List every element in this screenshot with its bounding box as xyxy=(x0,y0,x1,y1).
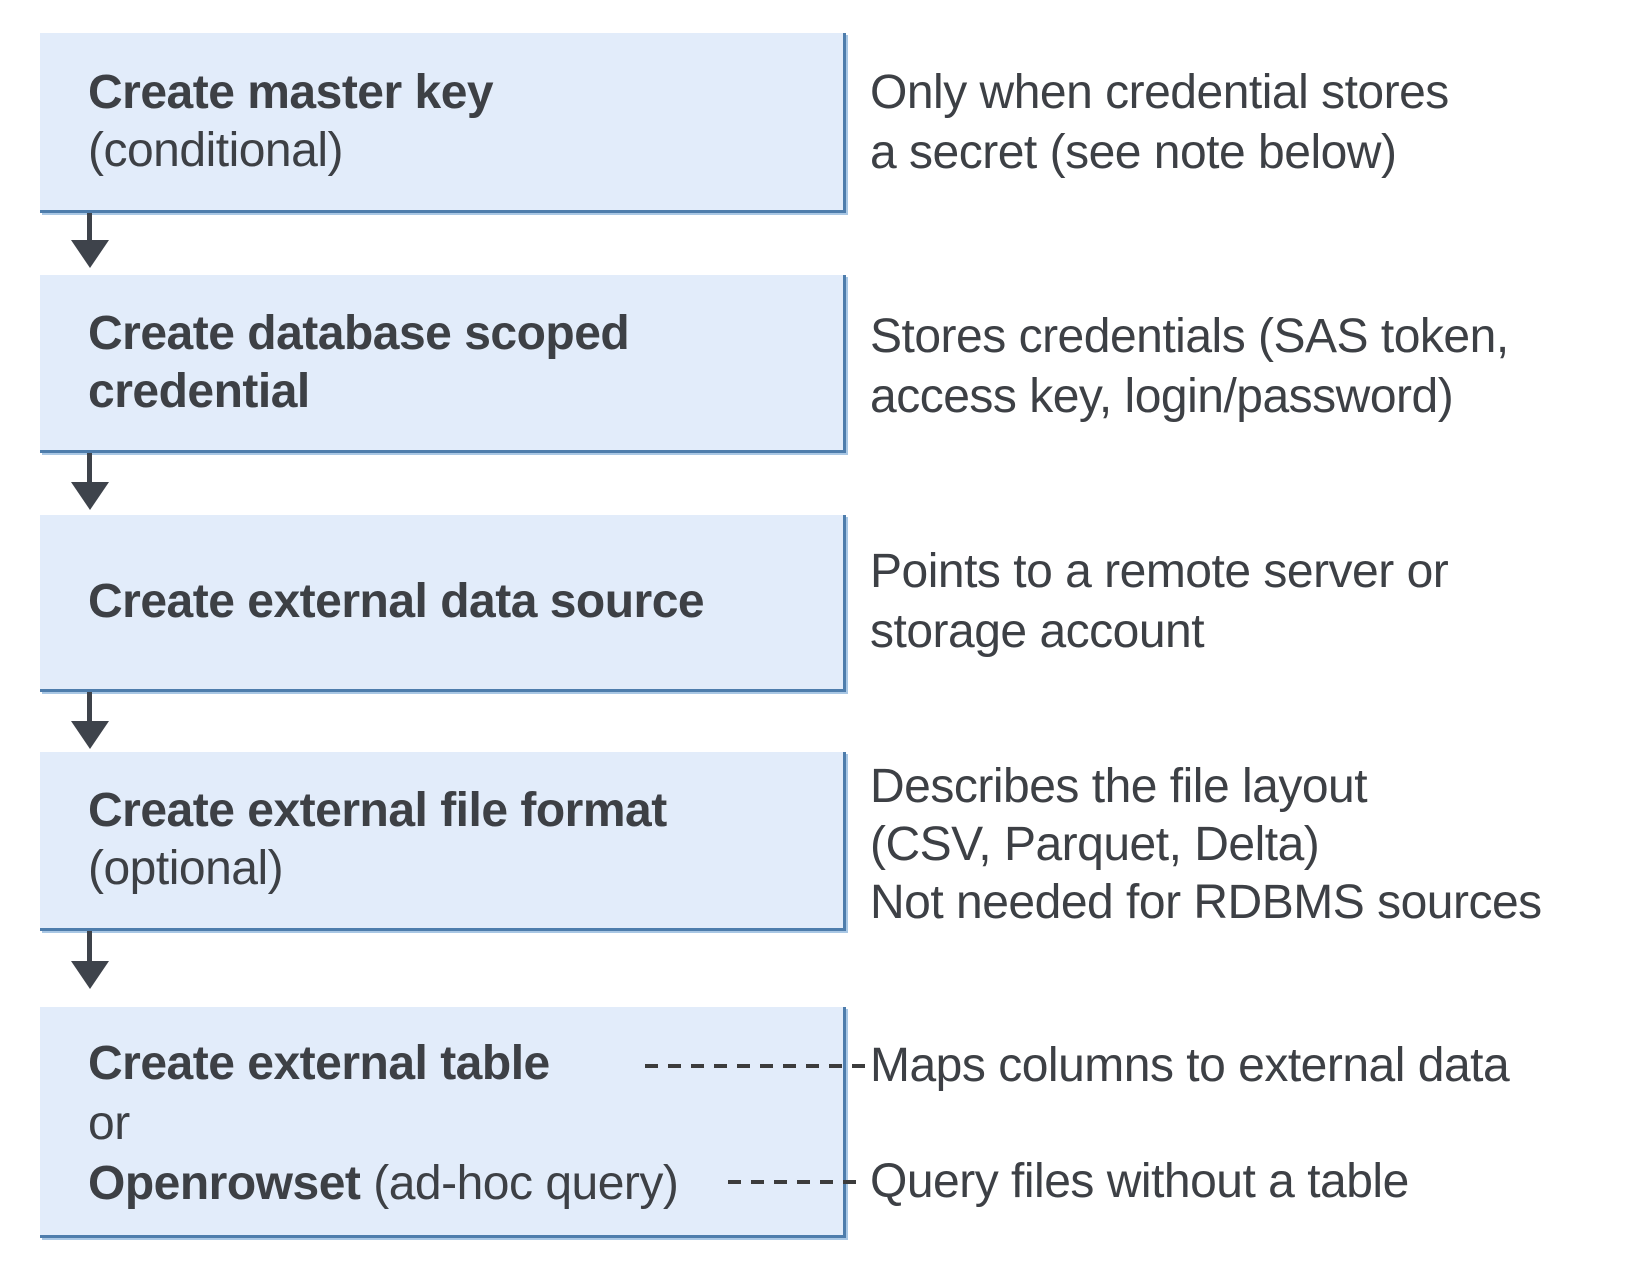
note-external-table: Maps columns to external data xyxy=(870,1036,1510,1096)
arrow-stem xyxy=(87,931,92,961)
note-external-file-format: Describes the file layout (CSV, Parquet,… xyxy=(870,758,1542,932)
step-title: Create external file format xyxy=(88,784,667,837)
note-line: Not needed for RDBMS sources xyxy=(870,876,1542,929)
step-qualifier: (optional) xyxy=(88,842,284,895)
note-line: a secret (see note below) xyxy=(870,126,1397,179)
note-line: Maps columns to external data xyxy=(870,1039,1510,1092)
flow-arrow xyxy=(70,692,110,749)
arrow-head-icon xyxy=(71,482,109,510)
note-line: Points to a remote server or xyxy=(870,545,1449,598)
arrow-head-icon xyxy=(71,721,109,749)
arrow-stem xyxy=(87,453,92,482)
step-title: Create master key xyxy=(88,65,494,119)
note-openrowset: Query files without a table xyxy=(870,1152,1409,1212)
step-box-external-file-format: Create external file format (optional) xyxy=(40,752,846,931)
step-alt-line: Openrowset (ad-hoc query) xyxy=(88,1154,783,1214)
note-line: Describes the file layout xyxy=(870,760,1368,813)
step-box-scoped-credential: Create database scoped credential xyxy=(40,275,846,453)
step-title: Create database scoped credential xyxy=(88,306,630,418)
arrow-stem xyxy=(87,213,92,240)
note-master-key: Only when credential stores a secret (se… xyxy=(870,63,1449,183)
arrow-head-icon xyxy=(71,240,109,268)
flow-arrow xyxy=(70,931,110,989)
step-alt-title: Openrowset xyxy=(88,1157,361,1210)
flow-arrow xyxy=(70,453,110,510)
note-line: Query files without a table xyxy=(870,1155,1409,1208)
step-box-master-key: Create master key (conditional) xyxy=(40,33,846,213)
note-line: Only when credential stores xyxy=(870,66,1449,119)
step-qualifier: (conditional) xyxy=(88,123,343,177)
step-box-external-table: Create external table or Openrowset (ad-… xyxy=(40,1007,846,1238)
note-line: Stores credentials (SAS token, xyxy=(870,310,1509,363)
arrow-stem xyxy=(87,692,92,721)
step-alt-qualifier: (ad-hoc query) xyxy=(373,1157,679,1210)
note-line: access key, login/password) xyxy=(870,370,1454,423)
note-scoped-credential: Stores credentials (SAS token, access ke… xyxy=(870,307,1509,427)
flow-arrow xyxy=(70,213,110,268)
dashed-connector-openrowset xyxy=(728,1180,866,1184)
dashed-connector-table xyxy=(645,1064,866,1068)
note-external-data-source: Points to a remote server or storage acc… xyxy=(870,542,1449,662)
step-or-word: or xyxy=(88,1097,130,1150)
step-title: Create external data source xyxy=(88,575,705,628)
arrow-head-icon xyxy=(71,961,109,989)
note-line: storage account xyxy=(870,605,1205,658)
step-title-line: Create external table xyxy=(88,1034,783,1094)
note-line: (CSV, Parquet, Delta) xyxy=(870,818,1320,871)
step-box-external-data-source: Create external data source xyxy=(40,515,846,692)
step-title: Create external table xyxy=(88,1037,550,1090)
